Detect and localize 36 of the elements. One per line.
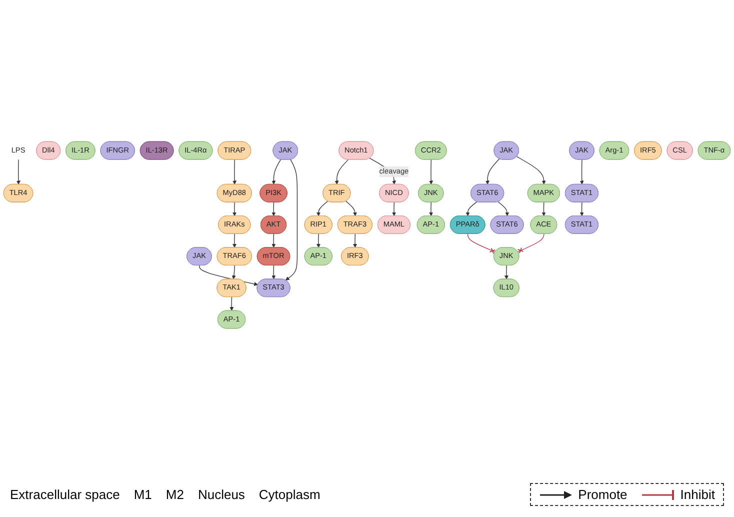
arrow — [316, 234, 320, 248]
arrow — [285, 159, 298, 280]
arrow — [580, 159, 584, 185]
arrow — [485, 158, 500, 185]
arrow — [429, 202, 434, 216]
arrow — [334, 159, 349, 185]
arrow — [516, 156, 546, 185]
arrow — [232, 159, 237, 185]
arrow — [272, 265, 276, 280]
arrow — [353, 234, 358, 248]
region-label: Cytoplasm — [258, 487, 320, 502]
arrow — [498, 201, 510, 216]
arrow — [16, 159, 20, 185]
arrow — [466, 201, 478, 216]
arrow — [232, 265, 236, 280]
connector — [467, 234, 496, 254]
arrow — [316, 200, 328, 216]
arrow — [580, 202, 584, 216]
arrow — [346, 200, 358, 216]
arrow — [230, 296, 234, 311]
region-label: Extracellular space — [10, 487, 120, 502]
arrow — [232, 234, 236, 248]
legend-label: Promote — [578, 487, 628, 502]
arrow — [272, 159, 282, 185]
region-label: Nucleus — [198, 487, 245, 502]
legend-label: Inhibit — [680, 487, 715, 502]
arrow — [232, 202, 236, 216]
arrow — [504, 265, 508, 280]
arrow — [429, 159, 434, 185]
arrow — [272, 234, 276, 248]
connector — [517, 234, 544, 254]
arrow — [392, 202, 396, 216]
region-label: M2 — [166, 487, 184, 502]
arrow — [542, 202, 546, 216]
arrow — [272, 202, 276, 216]
region-label: M1 — [134, 487, 152, 502]
